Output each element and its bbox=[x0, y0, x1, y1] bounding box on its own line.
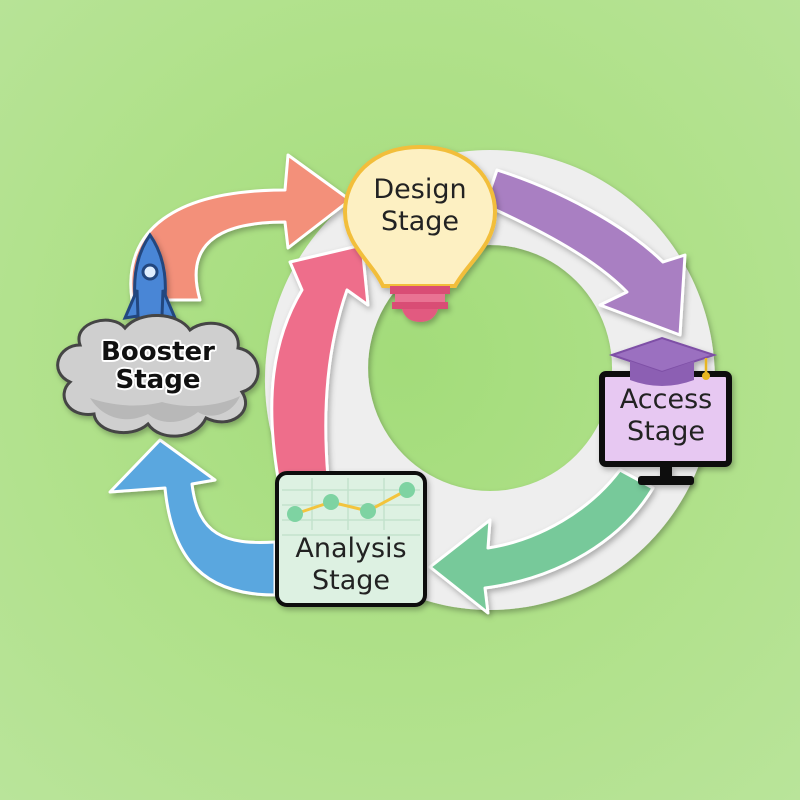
analysis-stage-line2: Stage bbox=[311, 564, 391, 596]
arrow-access-to-analysis bbox=[428, 468, 655, 615]
booster-stage-line2: Stage bbox=[115, 365, 201, 396]
access-stage-label: Access Stage bbox=[604, 384, 728, 448]
lightbulb-icon bbox=[342, 144, 498, 322]
design-stage-line2: Stage bbox=[380, 205, 460, 237]
access-stage-line1: Access bbox=[619, 384, 713, 415]
arrow-booster-to-design bbox=[129, 153, 352, 302]
access-stage-line2: Stage bbox=[626, 415, 706, 447]
computer-monitor-with-graduation-cap-icon bbox=[599, 336, 732, 485]
arrow-analysis-to-booster bbox=[108, 438, 277, 597]
booster-stage-line1: Booster bbox=[101, 337, 215, 367]
design-stage-label: Design Stage bbox=[350, 174, 490, 238]
analysis-stage-label: Analysis Stage bbox=[278, 533, 424, 597]
rocket-with-cloud-icon bbox=[56, 232, 260, 438]
arrow-design-to-access bbox=[483, 168, 687, 337]
booster-stage-label: Booster Stage bbox=[78, 338, 238, 394]
line-chart-card-icon bbox=[275, 471, 427, 607]
design-stage-line1: Design bbox=[373, 174, 467, 205]
analysis-stage-line1: Analysis bbox=[295, 533, 407, 564]
